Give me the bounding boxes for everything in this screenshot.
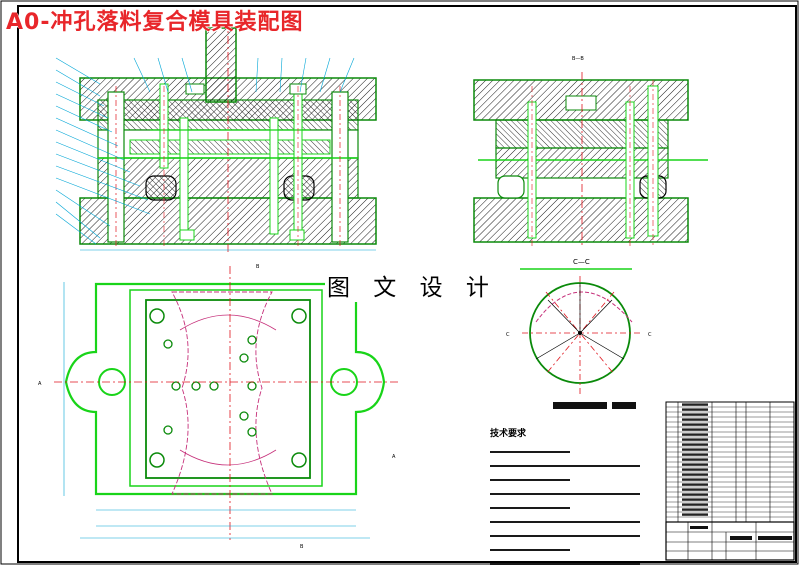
parts-row-text: [682, 428, 708, 431]
drawing-title: A0-冲孔落料复合模具装配图: [6, 10, 304, 35]
note-line: [490, 458, 640, 467]
c-label-right: C: [648, 332, 652, 338]
note-line: [490, 514, 640, 523]
note-line: [490, 472, 570, 481]
parts-list: [665, 401, 795, 523]
note-line: [490, 542, 570, 551]
parts-row-text: [682, 423, 708, 426]
section-b-b-label: B—B: [572, 56, 584, 62]
parts-row-text: [682, 403, 708, 406]
parts-row-text: [682, 418, 708, 421]
parts-row-text: [682, 508, 708, 511]
parts-row-text: [682, 473, 708, 476]
parts-row-text: [682, 493, 708, 496]
title-block: [665, 521, 795, 561]
parts-row-text: [682, 513, 708, 516]
technical-notes: 技术要求: [490, 426, 665, 565]
main-section-view: [55, 20, 377, 252]
plan-view: [54, 266, 400, 540]
note-line: [490, 556, 640, 565]
note-line: [490, 500, 570, 509]
plan-label-a-left: A: [38, 381, 42, 387]
section-c-c-view: [520, 268, 642, 409]
parts-row-text: [682, 448, 708, 451]
parts-row-text: [682, 463, 708, 466]
plan-label-a-right: A: [392, 454, 396, 460]
inner-frame: [17, 5, 797, 563]
parts-row-text: [682, 498, 708, 501]
parts-row-text: [682, 488, 708, 491]
parts-row-text: [682, 458, 708, 461]
parts-row-text: [682, 438, 708, 441]
section-c-c-label: C—C: [573, 258, 590, 266]
parts-row-text: [682, 413, 708, 416]
parts-row-text: [682, 478, 708, 481]
plan-label-b-top: B: [256, 264, 260, 270]
parts-row-text: [682, 433, 708, 436]
note-line: [490, 528, 640, 537]
parts-row-text: [682, 453, 708, 456]
notes-title: 技术要求: [490, 429, 527, 439]
plan-label-b-bottom: B: [300, 544, 304, 550]
watermark-text: 图 文 设 计: [325, 268, 499, 302]
note-line: [490, 486, 640, 495]
parts-row-text: [682, 443, 708, 446]
parts-row-text: [682, 468, 708, 471]
parts-row-text: [682, 503, 708, 506]
section-b-b-view: [473, 72, 708, 248]
c-label-left: C: [506, 332, 510, 338]
note-line: [490, 444, 570, 453]
parts-row-text: [682, 408, 708, 411]
parts-row-text: [682, 483, 708, 486]
